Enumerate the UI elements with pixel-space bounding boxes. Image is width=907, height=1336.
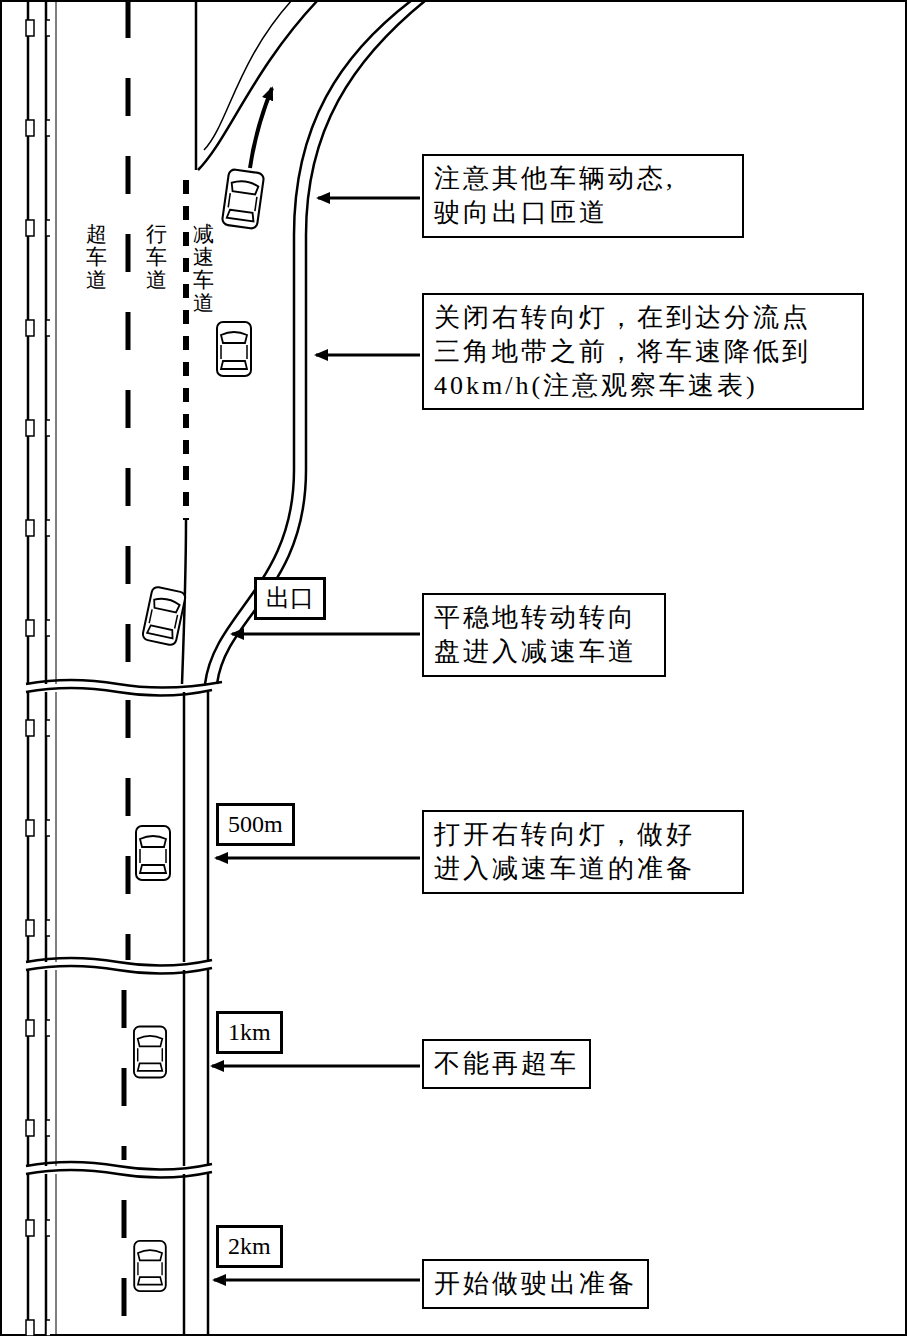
lane-label: 减速车道 [193,222,214,316]
lane-label: 超车道 [86,222,107,293]
sign-text: 2km [228,1232,271,1261]
callout-box: 平稳地转动转向 盘进入减速车道 [422,593,666,677]
callout-text: 关闭右转向灯，在到达分流点 三角地带之前，将车速降低到 40km/h(注意观察车… [434,301,852,402]
distance-sign: 500m [216,803,295,846]
callout-box: 打开右转向灯，做好 进入减速车道的准备 [422,810,744,894]
callout-box: 不能再超车 [422,1039,591,1089]
callout-text: 开始做驶出准备 [434,1267,637,1301]
sign-text: 500m [228,810,283,839]
distance-sign: 出口 [254,577,326,620]
callout-text: 不能再超车 [434,1047,579,1081]
callout-text: 平稳地转动转向 盘进入减速车道 [434,601,654,669]
lane-label: 行车道 [146,222,167,293]
sign-text: 出口 [266,584,314,613]
callout-text: 注意其他车辆动态, 驶向出口匝道 [434,162,732,230]
sign-text: 1km [228,1018,271,1047]
distance-sign: 2km [216,1225,283,1268]
callout-box: 注意其他车辆动态, 驶向出口匝道 [422,154,744,238]
callout-box: 关闭右转向灯，在到达分流点 三角地带之前，将车速降低到 40km/h(注意观察车… [422,293,864,410]
callout-box: 开始做驶出准备 [422,1259,649,1309]
callout-text: 打开右转向灯，做好 进入减速车道的准备 [434,818,732,886]
distance-sign: 1km [216,1011,283,1054]
